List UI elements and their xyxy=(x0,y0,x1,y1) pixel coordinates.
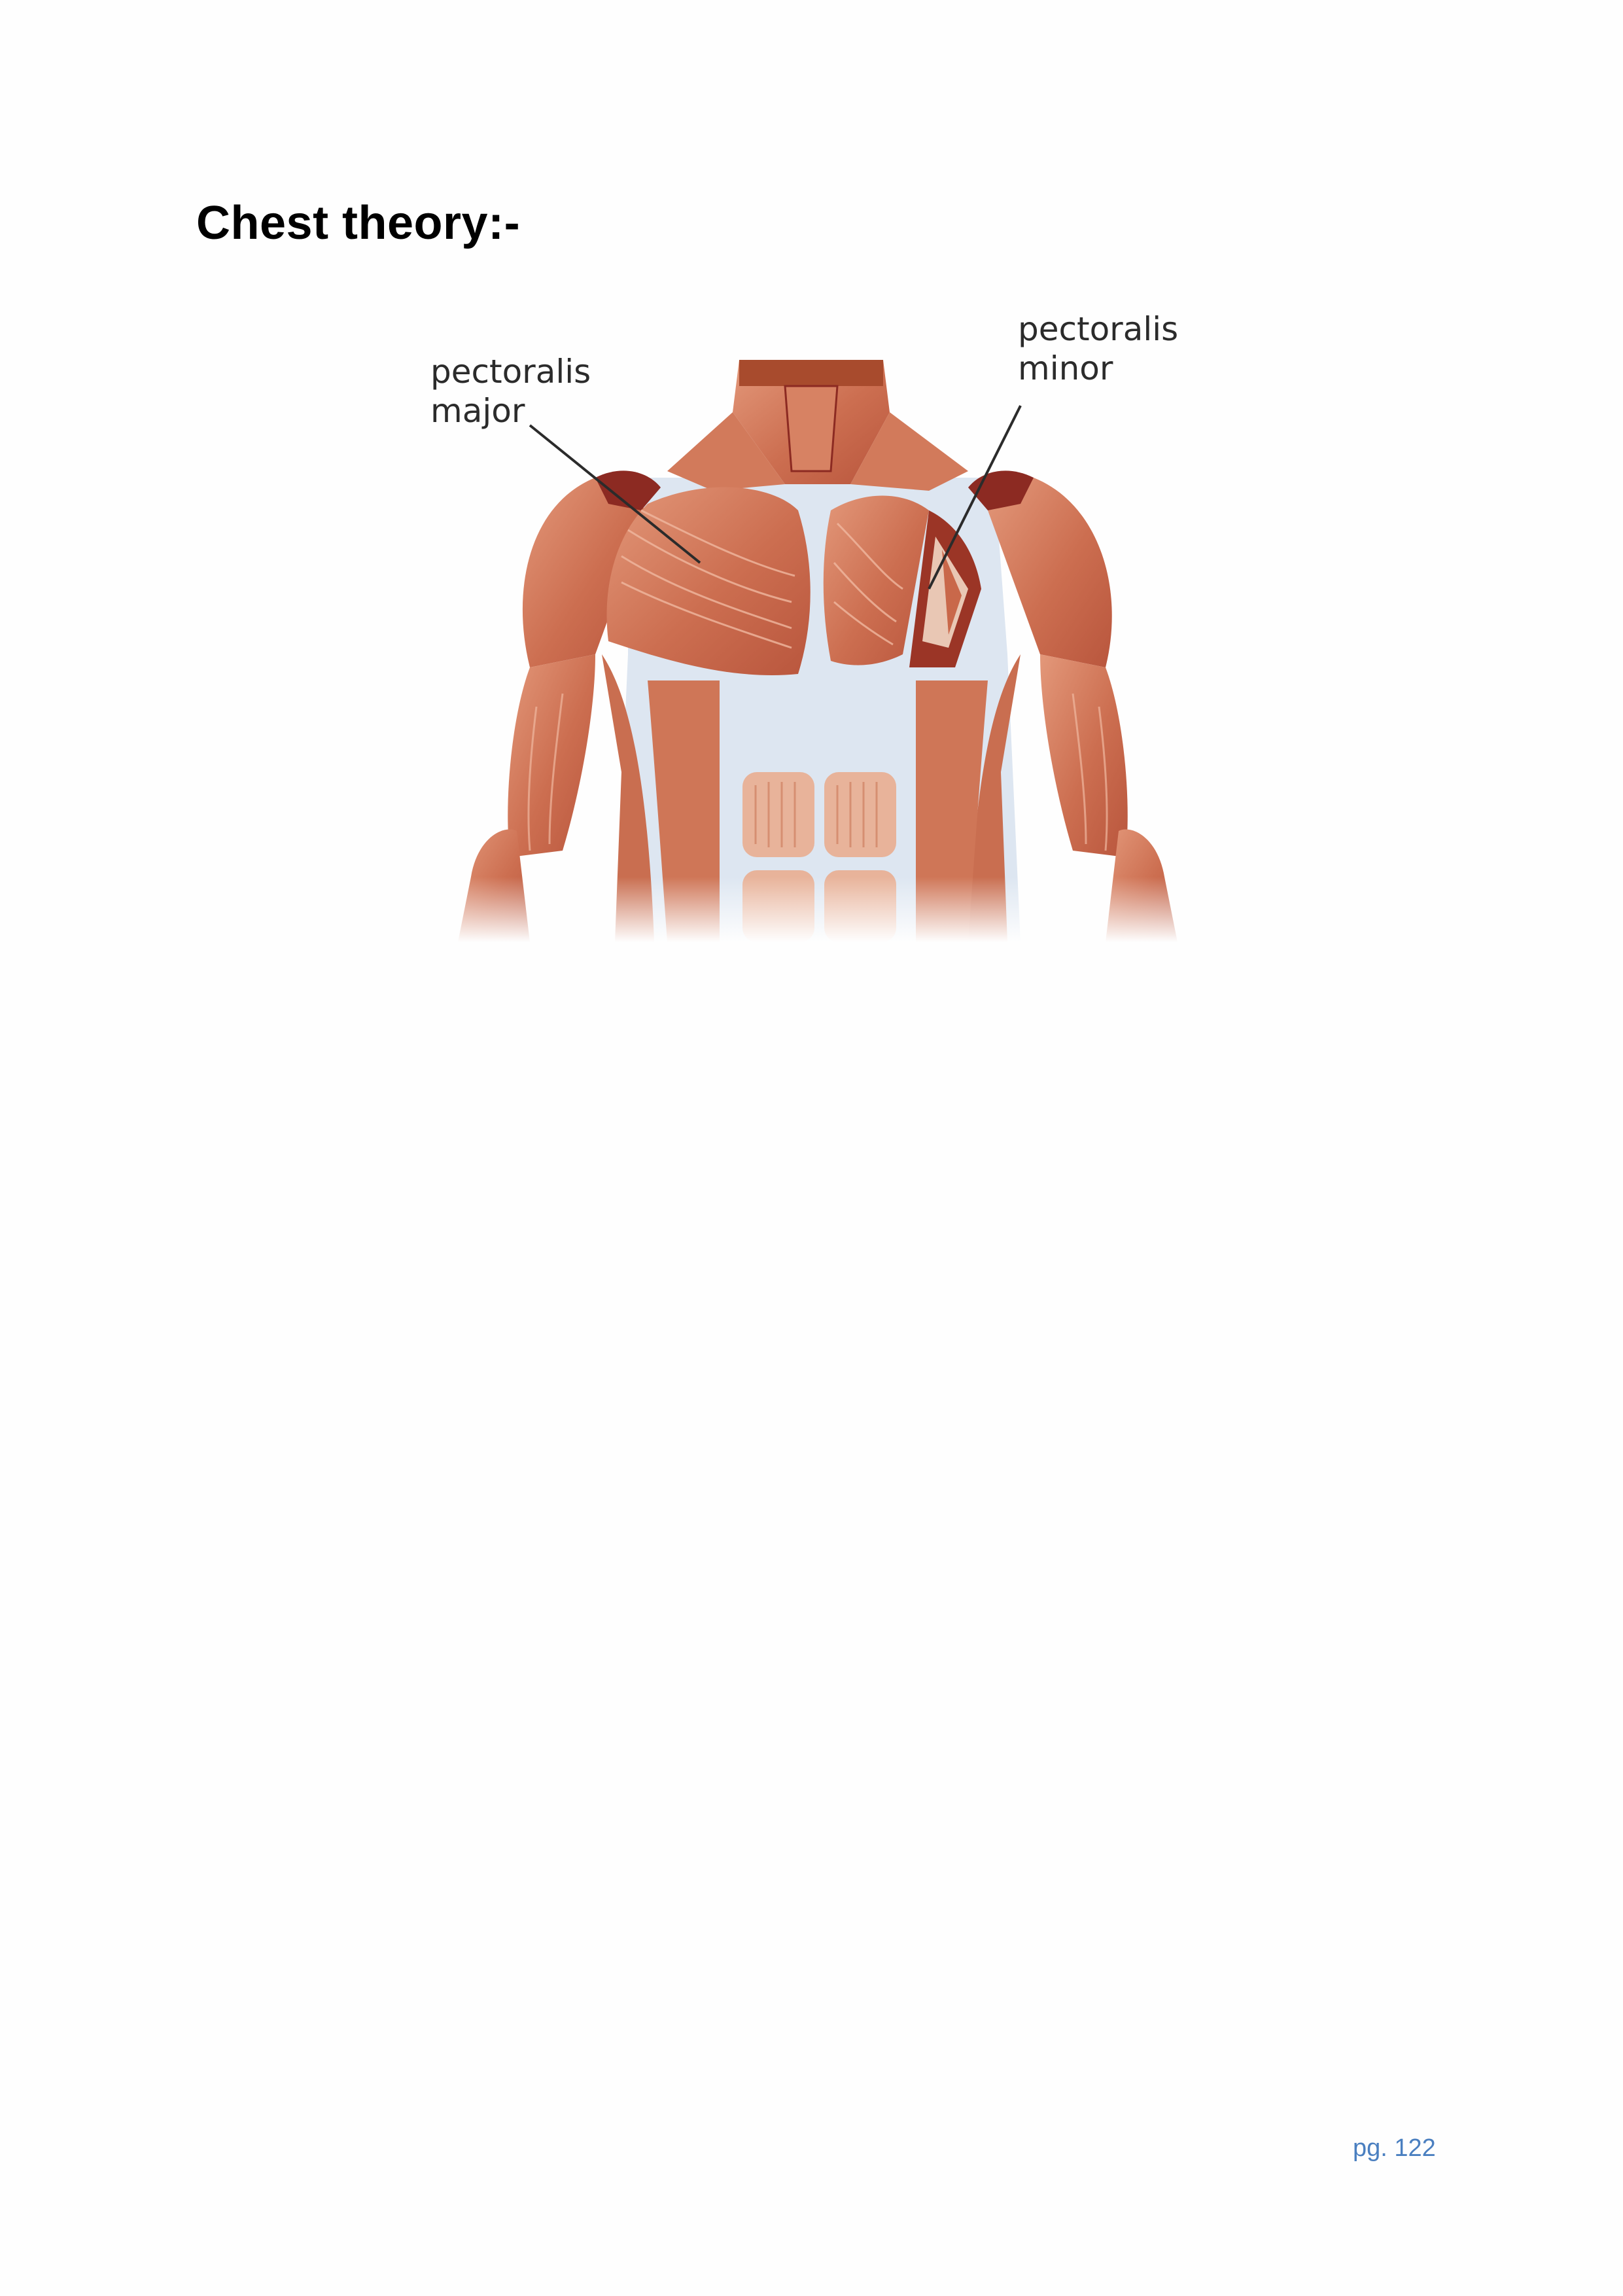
label-pectoralis-major-2: major xyxy=(432,392,525,430)
deltoid-right xyxy=(988,478,1112,667)
leader-line-minor xyxy=(928,405,1022,590)
anatomy-diagram: pectoralis major pectoralis minor xyxy=(432,314,1204,942)
label-pectoralis-minor-1: pectoralis xyxy=(1018,314,1178,348)
trapezius-left xyxy=(667,412,785,491)
oblique-right xyxy=(968,654,1021,942)
page-title: Chest theory:- xyxy=(196,197,521,249)
biceps-right xyxy=(1040,654,1128,857)
page-number: pg. 122 xyxy=(1353,2134,1436,2162)
trapezius-right xyxy=(850,412,968,491)
label-pectoralis-minor-2: minor xyxy=(1018,349,1113,387)
biceps-left xyxy=(508,654,595,857)
oblique-left xyxy=(602,654,654,942)
deltoid-left xyxy=(522,478,648,667)
pectoralis-major-right xyxy=(823,495,929,665)
label-pectoralis-major-1: pectoralis xyxy=(432,353,591,391)
pectoralis-major-left xyxy=(606,487,811,675)
leader-line-major xyxy=(529,424,701,564)
chest-muscle-illustration: pectoralis major pectoralis minor xyxy=(432,314,1204,942)
